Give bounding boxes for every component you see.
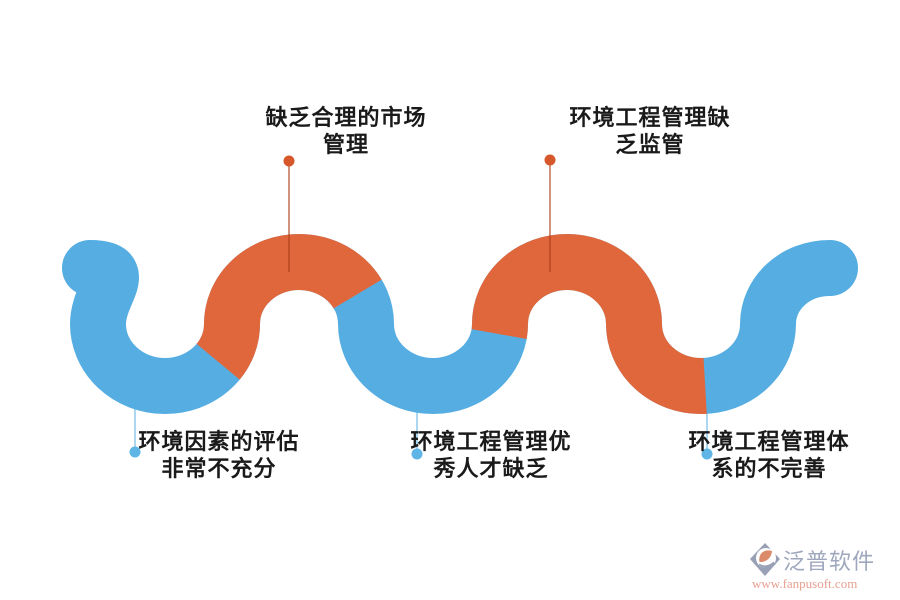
brand-name: 泛普软件: [783, 548, 876, 574]
label-bottom-3: 环境工程管理体 系的不完善: [688, 428, 849, 482]
brand-url: www.fanpusoft.com: [752, 576, 858, 591]
label-top-2: 环境工程管理缺 乏监管: [569, 104, 730, 158]
bottom-marker-dot-1: [129, 446, 141, 458]
label-top-2-line1: 环境工程管理缺: [569, 105, 731, 130]
label-top-1-line1: 缺乏合理的市场: [265, 105, 427, 130]
label-bottom-1-line2: 非常不充分: [161, 456, 277, 481]
bottom-marker-dot-3: [701, 448, 713, 460]
label-top-1: 缺乏合理的市场 管理: [265, 104, 426, 158]
wave-blue-path: [62, 234, 858, 414]
label-bottom-3-line1: 环境工程管理体: [688, 429, 850, 454]
label-bottom-2: 环境工程管理优 秀人才缺乏: [410, 428, 571, 482]
top-leader-lines: [288, 160, 551, 272]
top-marker-dot-2: [544, 154, 556, 166]
marker-dots: [129, 154, 713, 460]
label-bottom-1-line1: 环境因素的评估: [138, 429, 300, 454]
brand-watermark: 泛普软件 www.fanpusoft.com: [750, 543, 890, 592]
label-bottom-1: 环境因素的评估 非常不充分: [138, 428, 299, 482]
label-bottom-2-line2: 秀人才缺乏: [433, 456, 549, 481]
label-top-1-line2: 管理: [322, 132, 370, 157]
wave-orange-segment-2: [69, 234, 832, 414]
label-bottom-2-line1: 环境工程管理优: [410, 429, 572, 454]
label-top-2-line2: 乏监管: [615, 132, 685, 157]
label-bottom-3-line2: 系的不完善: [711, 456, 827, 481]
fanpu-logo-icon: [750, 543, 780, 576]
top-marker-dot-1: [283, 155, 295, 167]
bottom-marker-dot-2: [411, 448, 423, 460]
